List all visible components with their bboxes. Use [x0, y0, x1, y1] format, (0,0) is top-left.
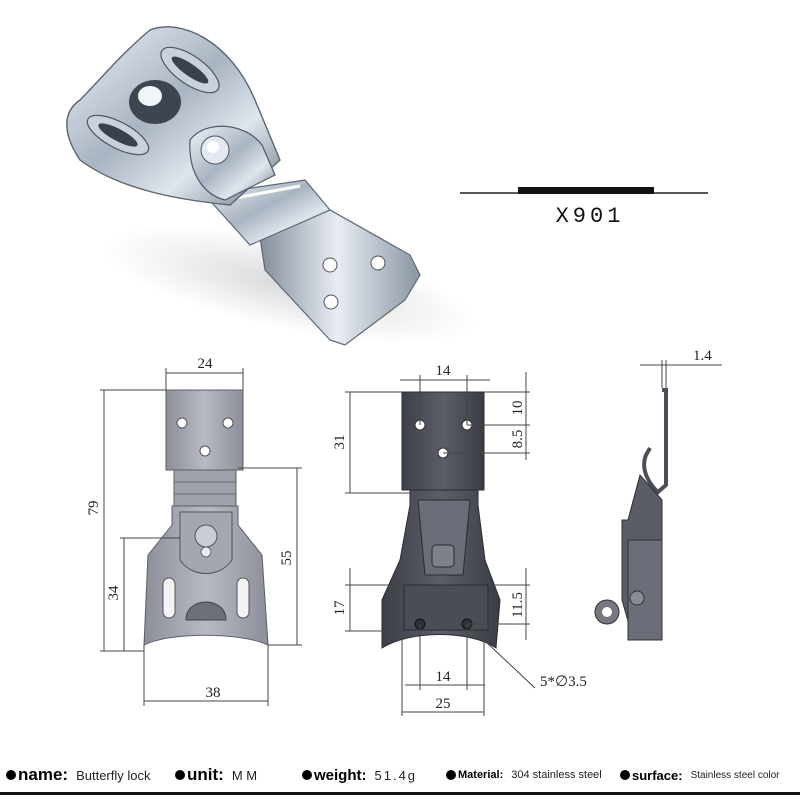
- spec-surface-value: Stainless steel color: [690, 769, 780, 781]
- bullet-icon: [6, 770, 16, 780]
- dim-front-base-width: 38: [206, 685, 221, 701]
- model-label: X901: [460, 187, 708, 229]
- product-photo: [66, 26, 477, 346]
- spec-weight-value: 51.4g: [374, 767, 418, 783]
- bullet-icon: [302, 770, 312, 780]
- dim-back-lower-offset: 11.5: [510, 592, 526, 618]
- spec-weight-label: weight:: [314, 766, 367, 784]
- dim-back-hole-spacing: 14: [436, 363, 452, 379]
- dim-front-total-height: 79: [86, 501, 102, 516]
- spec-unit: unit: M M: [175, 760, 257, 790]
- spec-unit-label: unit:: [187, 765, 224, 784]
- dim-back-bottom-hole-spacing: 14: [436, 669, 452, 685]
- spec-unit-value: M M: [231, 767, 258, 783]
- dim-front-width: 24: [198, 356, 214, 372]
- bullet-icon: [620, 770, 630, 780]
- spec-name-label: name:: [18, 765, 69, 784]
- dim-side-thickness: 1.4: [693, 348, 712, 364]
- bottom-rule: [0, 792, 800, 795]
- side-dimensions: [640, 360, 722, 388]
- dim-back-base-width: 25: [436, 696, 451, 712]
- front-dimensions: [100, 368, 302, 706]
- spec-material-label: Material:: [458, 769, 504, 781]
- dim-back-row-offset: 8.5: [510, 430, 526, 449]
- model-code: X901: [556, 204, 625, 229]
- dim-front-lower-height: 34: [106, 585, 122, 601]
- spec-surface-label: surface:: [632, 767, 683, 783]
- spec-material: Material: 304 stainless steel: [446, 760, 602, 790]
- dim-back-holes: 5*∅3.5: [540, 674, 587, 690]
- back-dimensions: [345, 372, 536, 716]
- spec-name-value: Butterfly lock: [76, 767, 151, 783]
- back-view: [381, 391, 501, 649]
- spec-bar: name: Butterfly lock unit: M M weight: 5…: [0, 760, 800, 790]
- dim-back-upper-height: 31: [332, 435, 348, 450]
- side-view: [594, 388, 668, 641]
- bullet-icon: [446, 770, 456, 780]
- dim-back-lower-height: 17: [332, 600, 348, 616]
- front-view: [143, 389, 269, 646]
- dim-front-right-height: 55: [279, 551, 295, 566]
- spec-surface: surface: Stainless steel color: [620, 760, 780, 790]
- bullet-icon: [175, 770, 185, 780]
- spec-material-value: 304 stainless steel: [511, 769, 602, 781]
- dim-back-top-offset: 10: [510, 401, 526, 416]
- spec-name: name: Butterfly lock: [6, 760, 151, 790]
- spec-weight: weight: 51.4g: [302, 760, 417, 790]
